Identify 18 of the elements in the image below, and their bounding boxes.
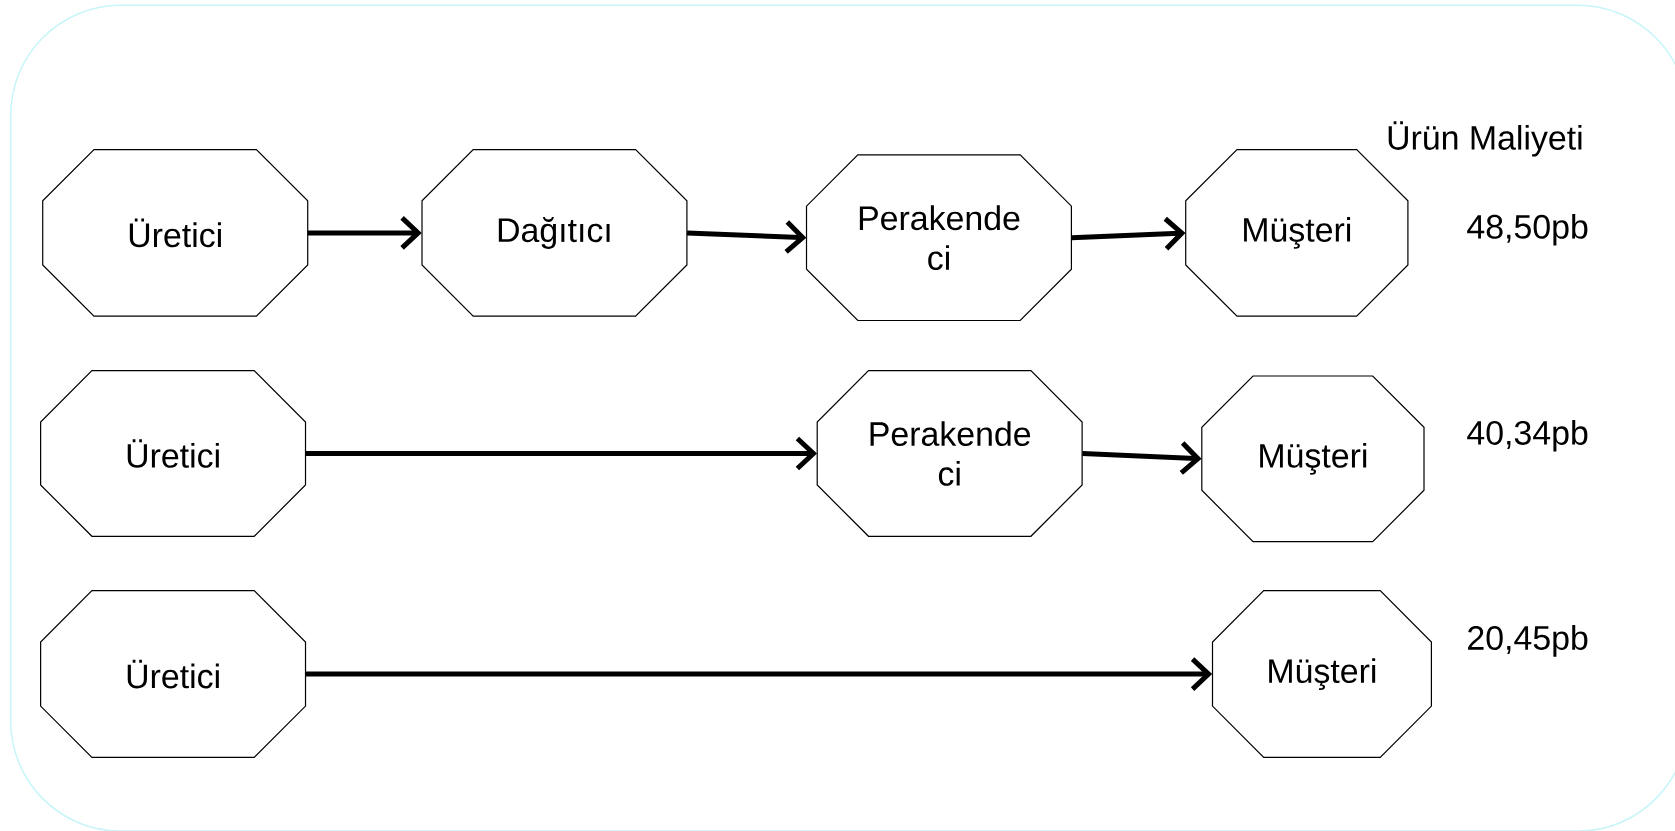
arrow	[305, 436, 818, 471]
arrow	[686, 220, 807, 254]
arrow	[305, 657, 1213, 691]
arrow	[1082, 441, 1202, 475]
octagon-box: Üretici	[42, 149, 309, 317]
octagon-box: Üretici	[40, 590, 307, 758]
arrow	[307, 216, 422, 250]
octagon-box: Perakende ci	[805, 154, 1072, 322]
octagon-box: Üretici	[40, 370, 307, 537]
octagon-box: Müşteri	[1201, 375, 1425, 543]
octagon-box: Dağıtıcı	[421, 149, 688, 317]
cost-value: 40,34pb	[1467, 420, 1588, 452]
cost-value: 48,50pb	[1467, 213, 1588, 246]
octagon-box: Perakende ci	[816, 370, 1083, 537]
octagon-box: Müşteri	[1185, 149, 1409, 317]
arrow	[1071, 216, 1186, 251]
octagon-box: Müşteri	[1211, 590, 1432, 758]
cost-value: 20,45pb	[1468, 625, 1588, 657]
